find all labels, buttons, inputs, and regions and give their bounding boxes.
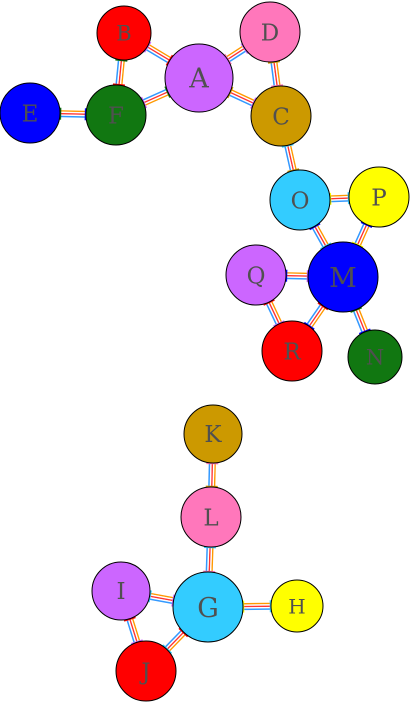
node-Q[interactable]: Q [225, 244, 287, 306]
node-circle[interactable] [115, 640, 177, 702]
node-D[interactable]: D [239, 1, 301, 63]
node-label: I [116, 579, 125, 605]
node-I[interactable]: I [91, 561, 151, 621]
node-label: L [203, 505, 218, 531]
node-circle[interactable] [239, 1, 301, 63]
node-circle[interactable] [0, 82, 61, 144]
node-circle[interactable] [180, 486, 242, 548]
node-circle[interactable] [261, 320, 323, 382]
node-R[interactable]: R [261, 320, 323, 382]
node-label: E [22, 101, 39, 127]
node-circle[interactable] [164, 43, 234, 113]
node-circle[interactable] [307, 241, 379, 313]
node-label: R [283, 339, 301, 365]
node-N[interactable]: N [347, 329, 403, 385]
node-circle[interactable] [85, 84, 147, 146]
node-label: G [197, 593, 219, 624]
node-label: P [371, 185, 386, 211]
node-circle[interactable] [172, 571, 244, 643]
node-label: M [329, 263, 357, 294]
node-label: D [261, 20, 279, 46]
node-circle[interactable] [225, 244, 287, 306]
node-label: N [366, 346, 384, 370]
node-label: Q [247, 263, 266, 289]
node-circle[interactable] [250, 85, 312, 147]
node-K[interactable]: K [183, 404, 243, 464]
node-circle[interactable] [183, 404, 243, 464]
node-label: A [188, 64, 209, 95]
node-label: H [288, 594, 305, 618]
node-label: F [108, 103, 124, 129]
node-circle[interactable] [348, 166, 410, 228]
node-E[interactable]: E [0, 82, 61, 144]
node-circle[interactable] [269, 169, 331, 231]
node-O[interactable]: O [269, 169, 331, 231]
node-G[interactable]: G [172, 571, 244, 643]
node-F[interactable]: F [85, 84, 147, 146]
node-circle[interactable] [91, 561, 151, 621]
node-label: O [291, 188, 310, 214]
node-L[interactable]: L [180, 486, 242, 548]
node-C[interactable]: C [250, 85, 312, 147]
node-circle[interactable] [270, 579, 324, 633]
node-label: C [272, 104, 290, 130]
node-label: J [139, 659, 150, 685]
node-circle[interactable] [347, 329, 403, 385]
node-P[interactable]: P [348, 166, 410, 228]
node-label: K [204, 422, 222, 448]
node-circle[interactable] [96, 5, 152, 61]
node-J[interactable]: J [115, 640, 177, 702]
node-label: B [116, 22, 131, 46]
node-H[interactable]: H [270, 579, 324, 633]
node-A[interactable]: A [164, 43, 234, 113]
node-B[interactable]: B [96, 5, 152, 61]
node-M[interactable]: M [307, 241, 379, 313]
